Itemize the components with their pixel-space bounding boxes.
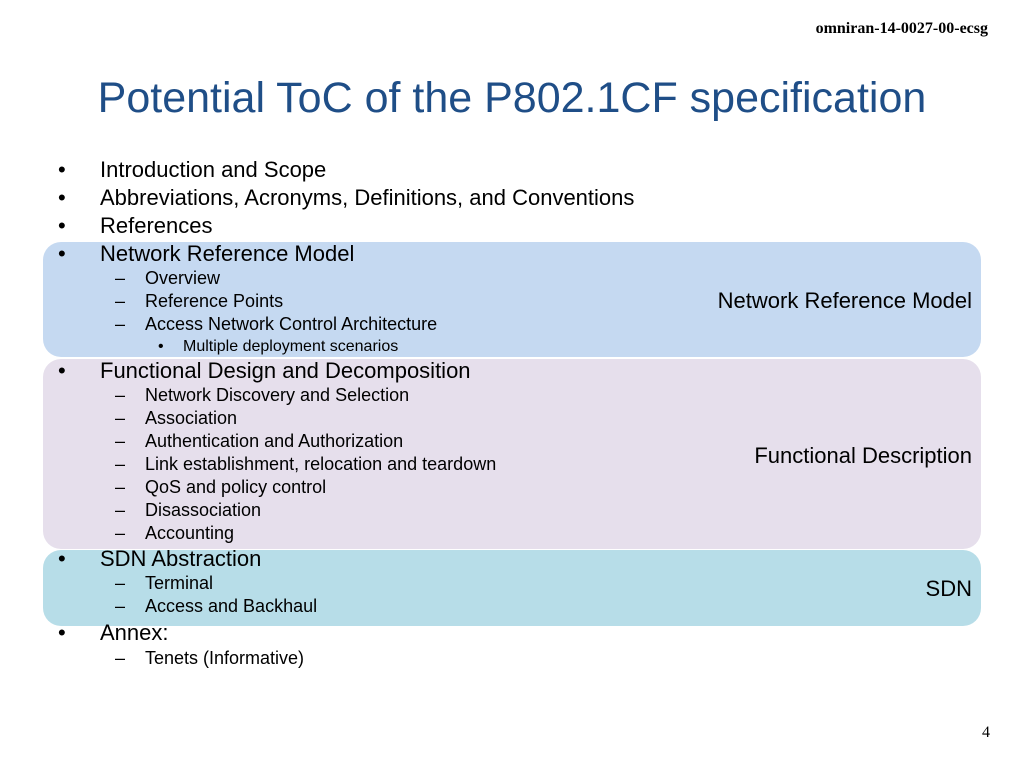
band-sdn — [43, 550, 981, 626]
dash-marker: – — [115, 291, 126, 311]
toc-item-level-2: Authentication and Authorization — [145, 431, 404, 451]
page-number: 4 — [982, 724, 990, 741]
dash-marker: – — [115, 648, 126, 668]
toc-item-level-1: SDN Abstraction — [100, 546, 262, 571]
toc-item-level-2: Terminal — [145, 573, 214, 593]
slide-title: Potential ToC of the P802.1CF specificat… — [97, 74, 927, 122]
band-network-reference-model — [43, 242, 981, 357]
toc-item-level-2: QoS and policy control — [145, 477, 327, 497]
dash-marker: – — [115, 573, 126, 593]
toc-item-level-2: Link establishment, relocation and teard… — [145, 454, 497, 474]
toc-item-level-2: Overview — [145, 268, 221, 288]
toc-item-level-1: Network Reference Model — [100, 241, 355, 266]
band-label-functional-description: Functional Description — [754, 443, 972, 468]
bullet-marker: • — [58, 157, 66, 182]
toc-item-level-1: Introduction and Scope — [100, 157, 327, 182]
toc-item-level-2: Reference Points — [145, 291, 284, 311]
dash-marker: – — [115, 268, 126, 288]
bullet-marker: • — [58, 213, 66, 238]
toc-item-level-2: Access and Backhaul — [145, 596, 318, 616]
bullet-marker: • — [58, 358, 66, 383]
toc-item-level-1: Abbreviations, Acronyms, Definitions, an… — [100, 185, 635, 210]
toc-item-level-3: Multiple deployment scenarios — [183, 338, 399, 355]
bullet-marker: • — [158, 338, 164, 355]
bullet-marker: • — [58, 241, 66, 266]
bullet-marker: • — [58, 185, 66, 210]
toc-item-level-2: Disassociation — [145, 500, 262, 520]
dash-marker: – — [115, 408, 126, 428]
dash-marker: – — [115, 500, 126, 520]
toc-item-level-2: Association — [145, 408, 238, 428]
band-functional-description — [43, 359, 981, 549]
toc-item-level-2: Network Discovery and Selection — [145, 385, 410, 405]
document-id: omniran-14-0027-00-ecsg — [815, 20, 988, 37]
toc-item-level-2: Accounting — [145, 523, 235, 543]
band-label-network-reference-model: Network Reference Model — [717, 288, 972, 313]
dash-marker: – — [115, 314, 126, 334]
bullet-marker: • — [58, 546, 66, 571]
dash-marker: – — [115, 523, 126, 543]
dash-marker: – — [115, 385, 126, 405]
toc-item-level-1: Functional Design and Decomposition — [100, 358, 471, 383]
toc-item-level-2: Access Network Control Architecture — [145, 314, 438, 334]
dash-marker: – — [115, 454, 126, 474]
dash-marker: – — [115, 431, 126, 451]
dash-marker: – — [115, 596, 126, 616]
toc-item-level-1: References — [100, 213, 213, 238]
dash-marker: – — [115, 477, 126, 497]
band-label-sdn: SDN — [925, 576, 972, 601]
bullet-marker: • — [58, 620, 66, 645]
toc-item-level-2: Tenets (Informative) — [145, 648, 305, 668]
toc-item-level-1: Annex: — [100, 620, 169, 645]
